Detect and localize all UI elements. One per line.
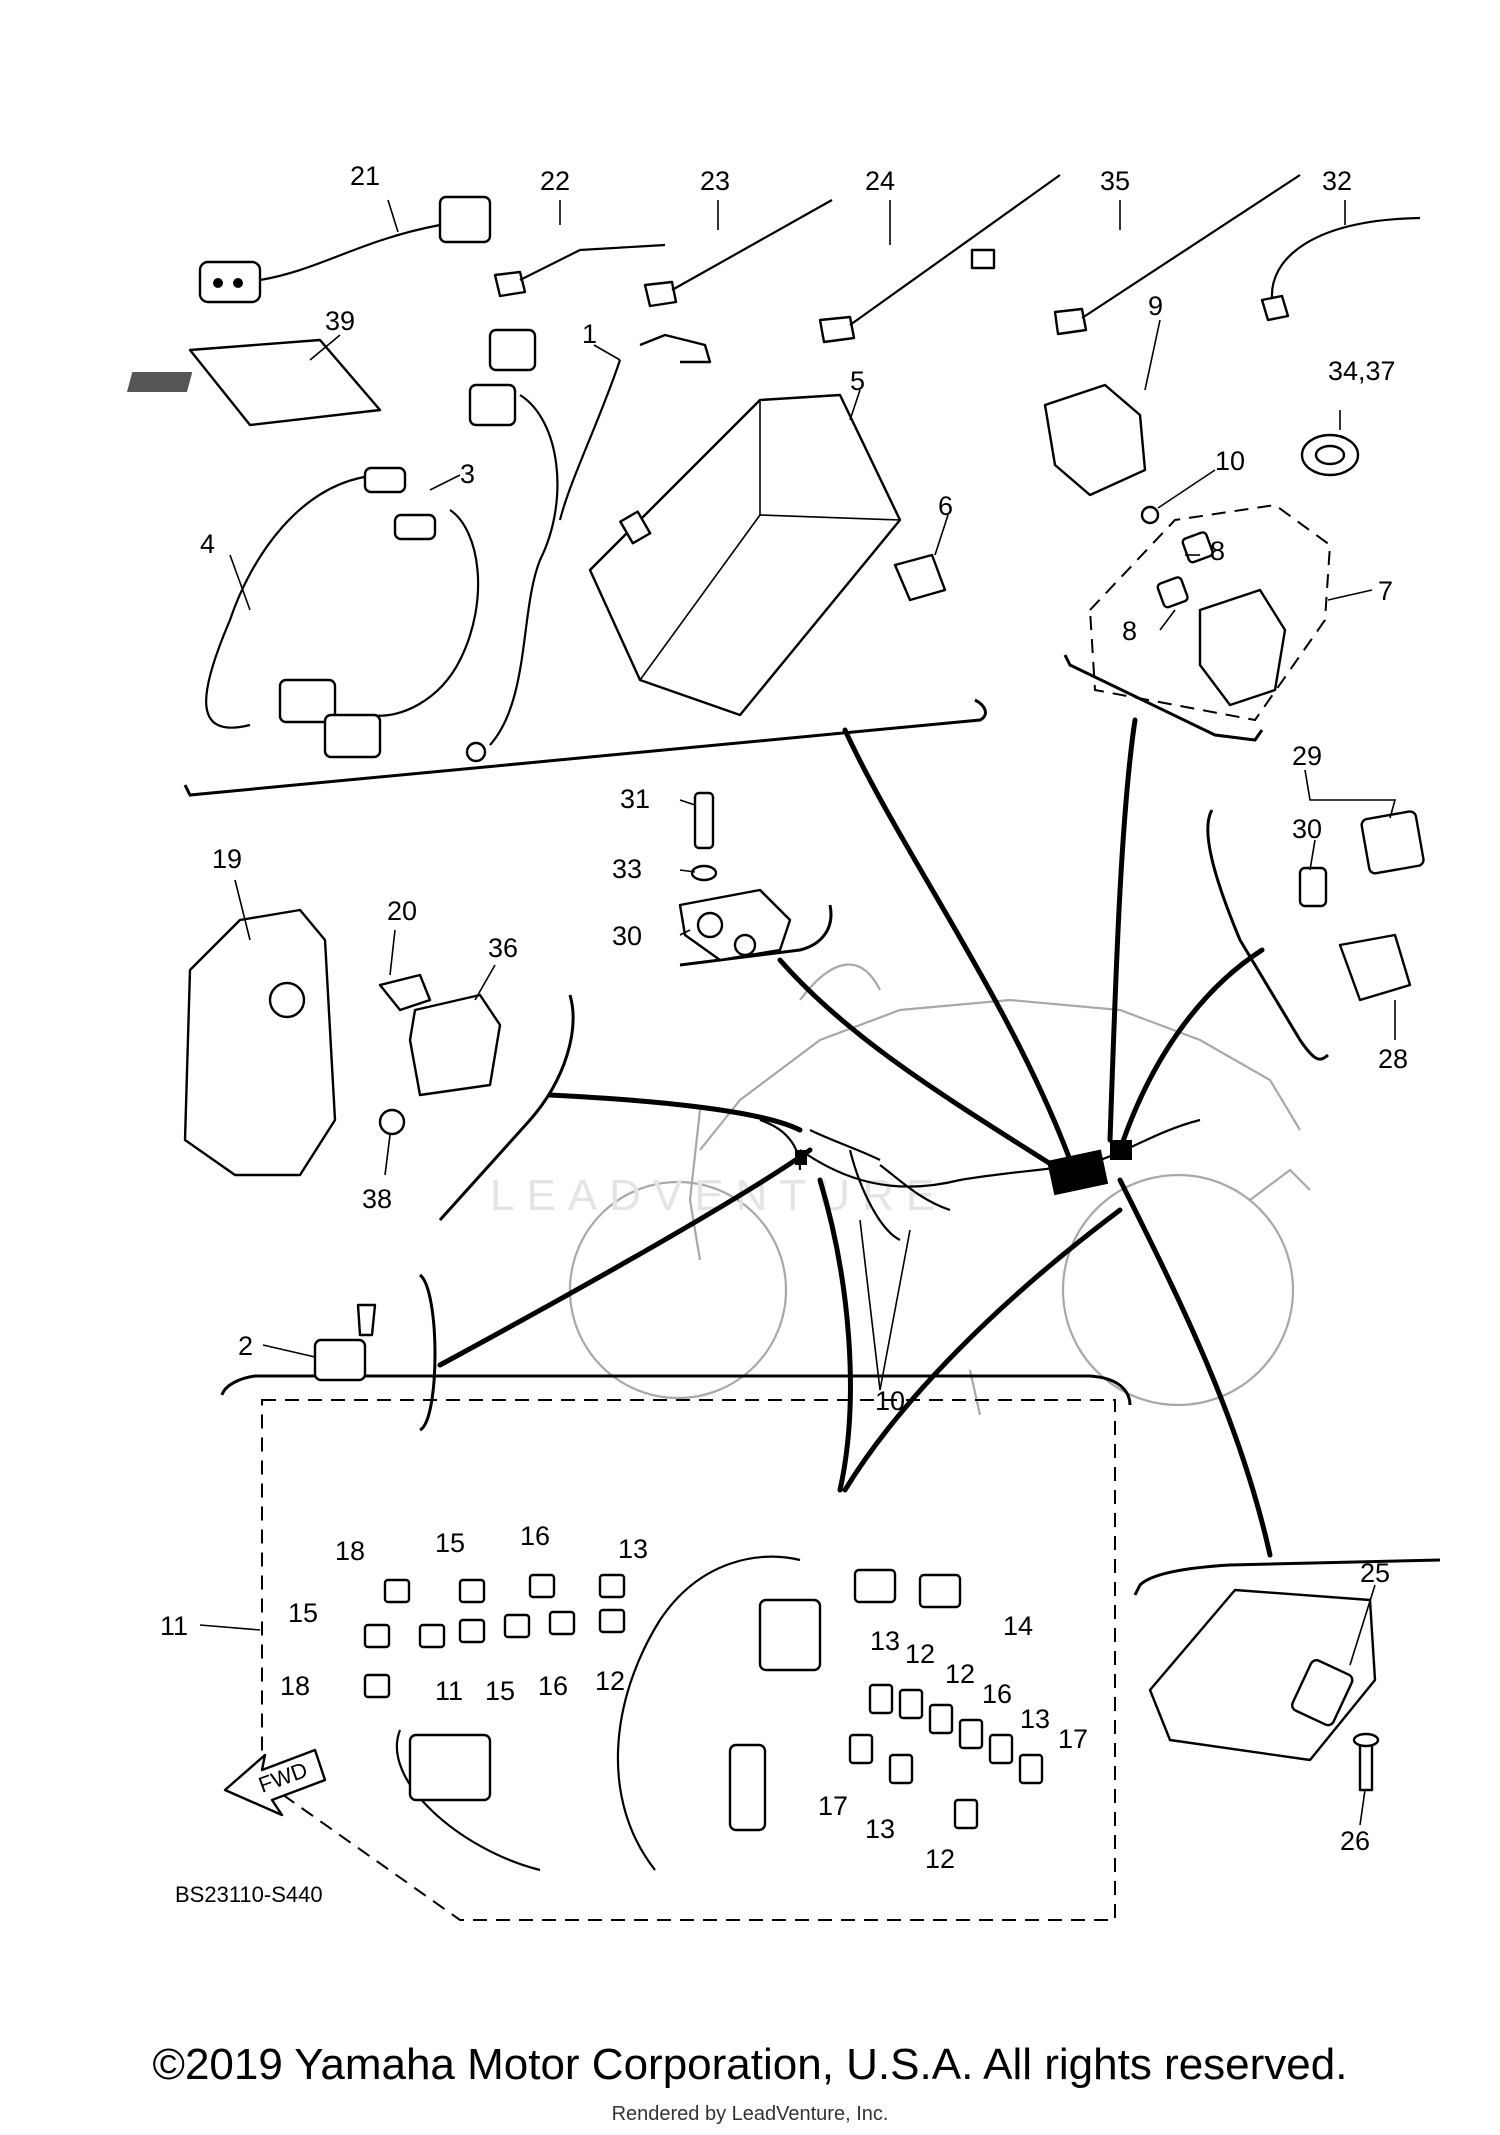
- callout-13-r1: 13: [870, 1626, 900, 1656]
- watermark-text: LEADVENTURE: [490, 1171, 947, 1220]
- group-boundary-sensor: [679, 904, 833, 967]
- group-boundary-ecu: [438, 994, 575, 1222]
- callout-7: 7: [1378, 576, 1393, 606]
- bike-harness: [759, 1118, 1201, 1241]
- callout-18-top: 18: [335, 1536, 365, 1566]
- callout-8-top: 8: [1210, 536, 1225, 566]
- callout-3: 3: [460, 459, 475, 489]
- part-1-lead: [465, 328, 712, 763]
- callout-27: 28: [1378, 1044, 1408, 1074]
- callout-6: 6: [938, 491, 953, 521]
- callout-23: 23: [700, 166, 730, 196]
- callout-5: 5: [850, 366, 865, 396]
- part-5-battery: [588, 393, 902, 717]
- callout-13-top: 13: [618, 1534, 648, 1564]
- group-boundary-sensor2: [418, 1273, 437, 1432]
- motorcycle-silhouette: [568, 963, 1311, 1416]
- callout-13-r2: 13: [1020, 1704, 1050, 1734]
- rendered-by-credit: Rendered by LeadVenture, Inc.: [611, 2103, 889, 2125]
- callout-12-b: 12: [925, 1844, 955, 1874]
- callout-15-left: 15: [288, 1598, 318, 1628]
- callout-17-l: 17: [818, 1791, 848, 1821]
- cable-ties: [493, 174, 1421, 344]
- callout-22: 22: [540, 166, 570, 196]
- fwd-arrow-icon: FWD: [223, 1748, 327, 1817]
- part-34-clamp: [1300, 433, 1360, 477]
- callout-16-r: 16: [982, 1679, 1012, 1709]
- callout-16-mid: 16: [538, 1671, 568, 1701]
- part-11-harness-parts: [363, 1555, 1044, 1872]
- callout-15-top: 15: [435, 1528, 465, 1558]
- callout-8-bottom: 8: [1122, 616, 1137, 646]
- part-7-relay: [1140, 505, 1287, 707]
- part-39-label-sheet: [126, 338, 382, 427]
- callout-39: 39: [325, 306, 355, 336]
- callout-numbers: 21 22 23 24 35 32 39 1 5 6 3 4 9 10 34,3…: [160, 161, 1408, 1874]
- callout-26: 26: [1340, 1826, 1370, 1856]
- callout-34-37: 34,37: [1328, 356, 1396, 386]
- copyright-notice: ©2019 Yamaha Motor Corporation, U.S.A. A…: [152, 2040, 1348, 2089]
- callout-17-r: 17: [1058, 1724, 1088, 1754]
- part-6-pad: [893, 553, 947, 602]
- callout-16-top: 16: [520, 1521, 550, 1551]
- parts-30-32-bracket: [678, 791, 792, 962]
- callout-28: 29: [1292, 741, 1322, 771]
- group-boundary-regulator: [1133, 1558, 1441, 1596]
- callout-1: 1: [582, 319, 597, 349]
- callout-14: 14: [1003, 1611, 1033, 1641]
- part-7-group: [1088, 503, 1332, 722]
- callout-20: 20: [387, 896, 417, 926]
- diagram-id: BS23110-S440: [175, 1882, 323, 1907]
- callout-25: 25: [1360, 1558, 1390, 1588]
- callout-4: 4: [200, 529, 215, 559]
- part-9-relay: [1043, 383, 1147, 497]
- part-11-group: [261, 1399, 1116, 1921]
- callout-2: 2: [238, 1331, 253, 1361]
- callout-12-mid: 12: [595, 1666, 625, 1696]
- callout-19: 19: [212, 844, 242, 874]
- part-21-connector: [198, 195, 492, 304]
- callout-12-left: 11: [435, 1676, 463, 1706]
- callout-36: 36: [488, 933, 518, 963]
- callout-9: 9: [1148, 291, 1163, 321]
- parts-27-29: [1298, 810, 1425, 1002]
- callout-30: 30: [612, 921, 642, 951]
- callout-10: 10: [1215, 446, 1245, 476]
- callout-31: 31: [620, 784, 650, 814]
- callout-35: 35: [1100, 166, 1130, 196]
- callout-29: 30: [1292, 814, 1322, 844]
- group-boundary-top: [183, 698, 987, 797]
- leader-lines: [437, 717, 1273, 1558]
- callout-13-b: 13: [865, 1814, 895, 1844]
- callout-18-left: 18: [280, 1671, 310, 1701]
- part-2-sensor: [313, 1303, 377, 1382]
- callout-leaders: [199, 199, 1397, 1826]
- callout-11-group: 11: [160, 1611, 188, 1641]
- group-boundary-connector: [1206, 809, 1329, 1061]
- part-25-regulator: [1148, 1588, 1380, 1792]
- callout-24: 24: [865, 166, 895, 196]
- group-boundary-relay: [1063, 654, 1264, 742]
- group-boundary-harness: [220, 1374, 1132, 1406]
- callout-12-r2: 12: [945, 1659, 975, 1689]
- callout-12-r1: 12: [905, 1639, 935, 1669]
- parts-3-4-leads: [205, 466, 480, 759]
- callout-15-mid: 15: [485, 1676, 515, 1706]
- callout-33: 32: [1322, 166, 1352, 196]
- callout-11-bike: 10: [875, 1386, 905, 1416]
- callout-38: 38: [362, 1184, 392, 1214]
- parts-19-20-36-38-ecu: [183, 908, 502, 1177]
- callout-21: 21: [350, 161, 380, 191]
- callout-32: 33: [612, 854, 642, 884]
